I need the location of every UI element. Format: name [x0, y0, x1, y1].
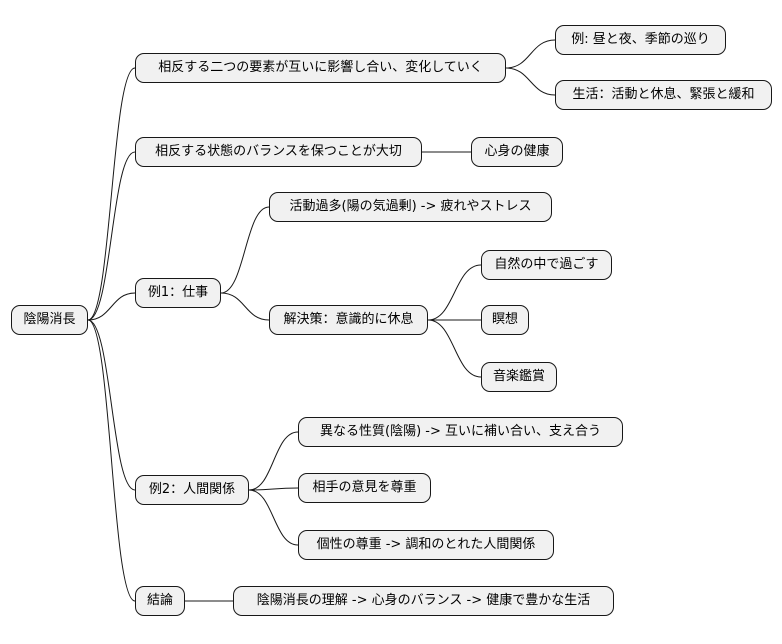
connector-3 [87, 319, 136, 491]
connector-10 [427, 264, 482, 321]
leaf-respect-individuality: 個性の尊重 -> 調和のとれた人間関係 [298, 530, 554, 560]
leaf-understanding-summary: 陰陽消長の理解 -> 心身のバランス -> 健康で豊かな生活 [233, 586, 614, 616]
leaf-activity-rest: 生活：活動と休息、緊張と緩和 [555, 80, 772, 110]
branch-conscious-rest: 解決策：意識的に休息 [269, 305, 428, 335]
leaf-complement-each-other: 異なる性質(陰陽) -> 互いに補い合い、支え合う [298, 417, 623, 447]
connector-0 [87, 67, 136, 321]
leaf-respect-opinions: 相手の意見を尊重 [298, 473, 431, 503]
branch-conclusion: 結論 [135, 586, 185, 616]
branch-example-work: 例1：仕事 [135, 278, 221, 308]
connector-2 [87, 292, 136, 321]
connector-12 [427, 319, 482, 378]
leaf-music-appreciation: 音楽鑑賞 [481, 362, 557, 392]
branch-example-relationships: 例2：人間関係 [135, 475, 249, 505]
connector-15 [248, 489, 299, 546]
connector-1 [87, 151, 136, 321]
leaf-mind-body-health: 心身の健康 [471, 137, 563, 167]
connector-4 [87, 319, 136, 602]
root-node: 陰陽消長 [11, 305, 88, 335]
connector-9 [220, 292, 270, 321]
leaf-overactivity-stress: 活動過多(陽の気過剰) -> 疲れやストレス [269, 192, 552, 222]
leaf-day-night-seasons: 例: 昼と夜、季節の巡り [555, 25, 726, 55]
connector-5 [505, 39, 556, 69]
connector-6 [505, 67, 556, 96]
leaf-meditation: 瞑想 [481, 305, 529, 335]
connector-13 [248, 431, 299, 491]
connector-8 [220, 206, 270, 294]
branch-mutual-influence: 相反する二つの要素が互いに影響し合い、変化していく [135, 53, 506, 83]
leaf-time-in-nature: 自然の中で過ごす [481, 250, 612, 280]
branch-keep-balance: 相反する状態のバランスを保つことが大切 [135, 137, 422, 167]
connector-14 [248, 487, 299, 491]
